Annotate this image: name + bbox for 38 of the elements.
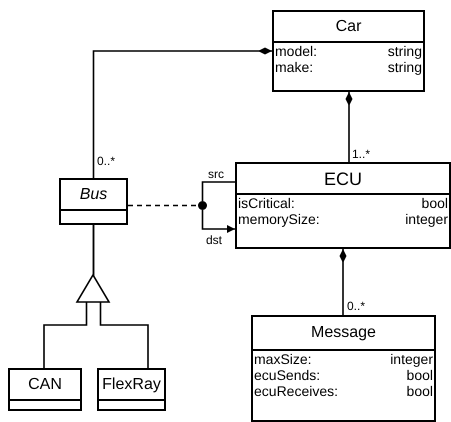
edge-label: 0..* [96, 155, 116, 167]
composition-line [92, 48, 272, 178]
attribute-name: ecuSends: [254, 367, 320, 383]
class-box [59, 178, 128, 225]
composition-line [340, 249, 346, 315]
attribute-type: bool [406, 383, 433, 399]
class-box [97, 368, 166, 411]
edge-label: 1..* [351, 148, 372, 160]
class-name: CAN [28, 376, 62, 392]
inheritance-triangle [76, 273, 110, 303]
attribute-type: bool [406, 367, 433, 383]
attribute-name: isCritical: [238, 195, 295, 211]
attribute-type: integer [390, 351, 433, 367]
attribute-name: model: [275, 43, 318, 59]
attribute-type: integer [405, 211, 448, 227]
association-line [202, 210, 235, 233]
attribute-name: ecuReceives: [254, 383, 338, 399]
class-name: Bus [80, 186, 108, 202]
attribute-type: string [388, 59, 422, 75]
attribute-type: bool [422, 195, 448, 211]
edge-label: 0..* [346, 300, 366, 312]
attribute-name: memorySize: [238, 211, 320, 227]
dashed-line [128, 204, 198, 206]
attribute-name: make: [275, 59, 314, 75]
class-name: Car [336, 18, 362, 34]
class-name: ECU [324, 170, 362, 188]
class-box [235, 162, 451, 249]
class-name: Message [311, 325, 376, 341]
attribute-type: string [388, 43, 422, 59]
composition-line [346, 92, 352, 162]
attribute-name: maxSize: [254, 351, 312, 367]
association-line [202, 181, 235, 201]
class-box [272, 10, 425, 92]
class-box [251, 315, 436, 422]
edge-label: dst [205, 234, 224, 246]
junction-dot [198, 201, 207, 210]
class-name: FlexRay [102, 376, 161, 392]
class-box [8, 368, 82, 411]
